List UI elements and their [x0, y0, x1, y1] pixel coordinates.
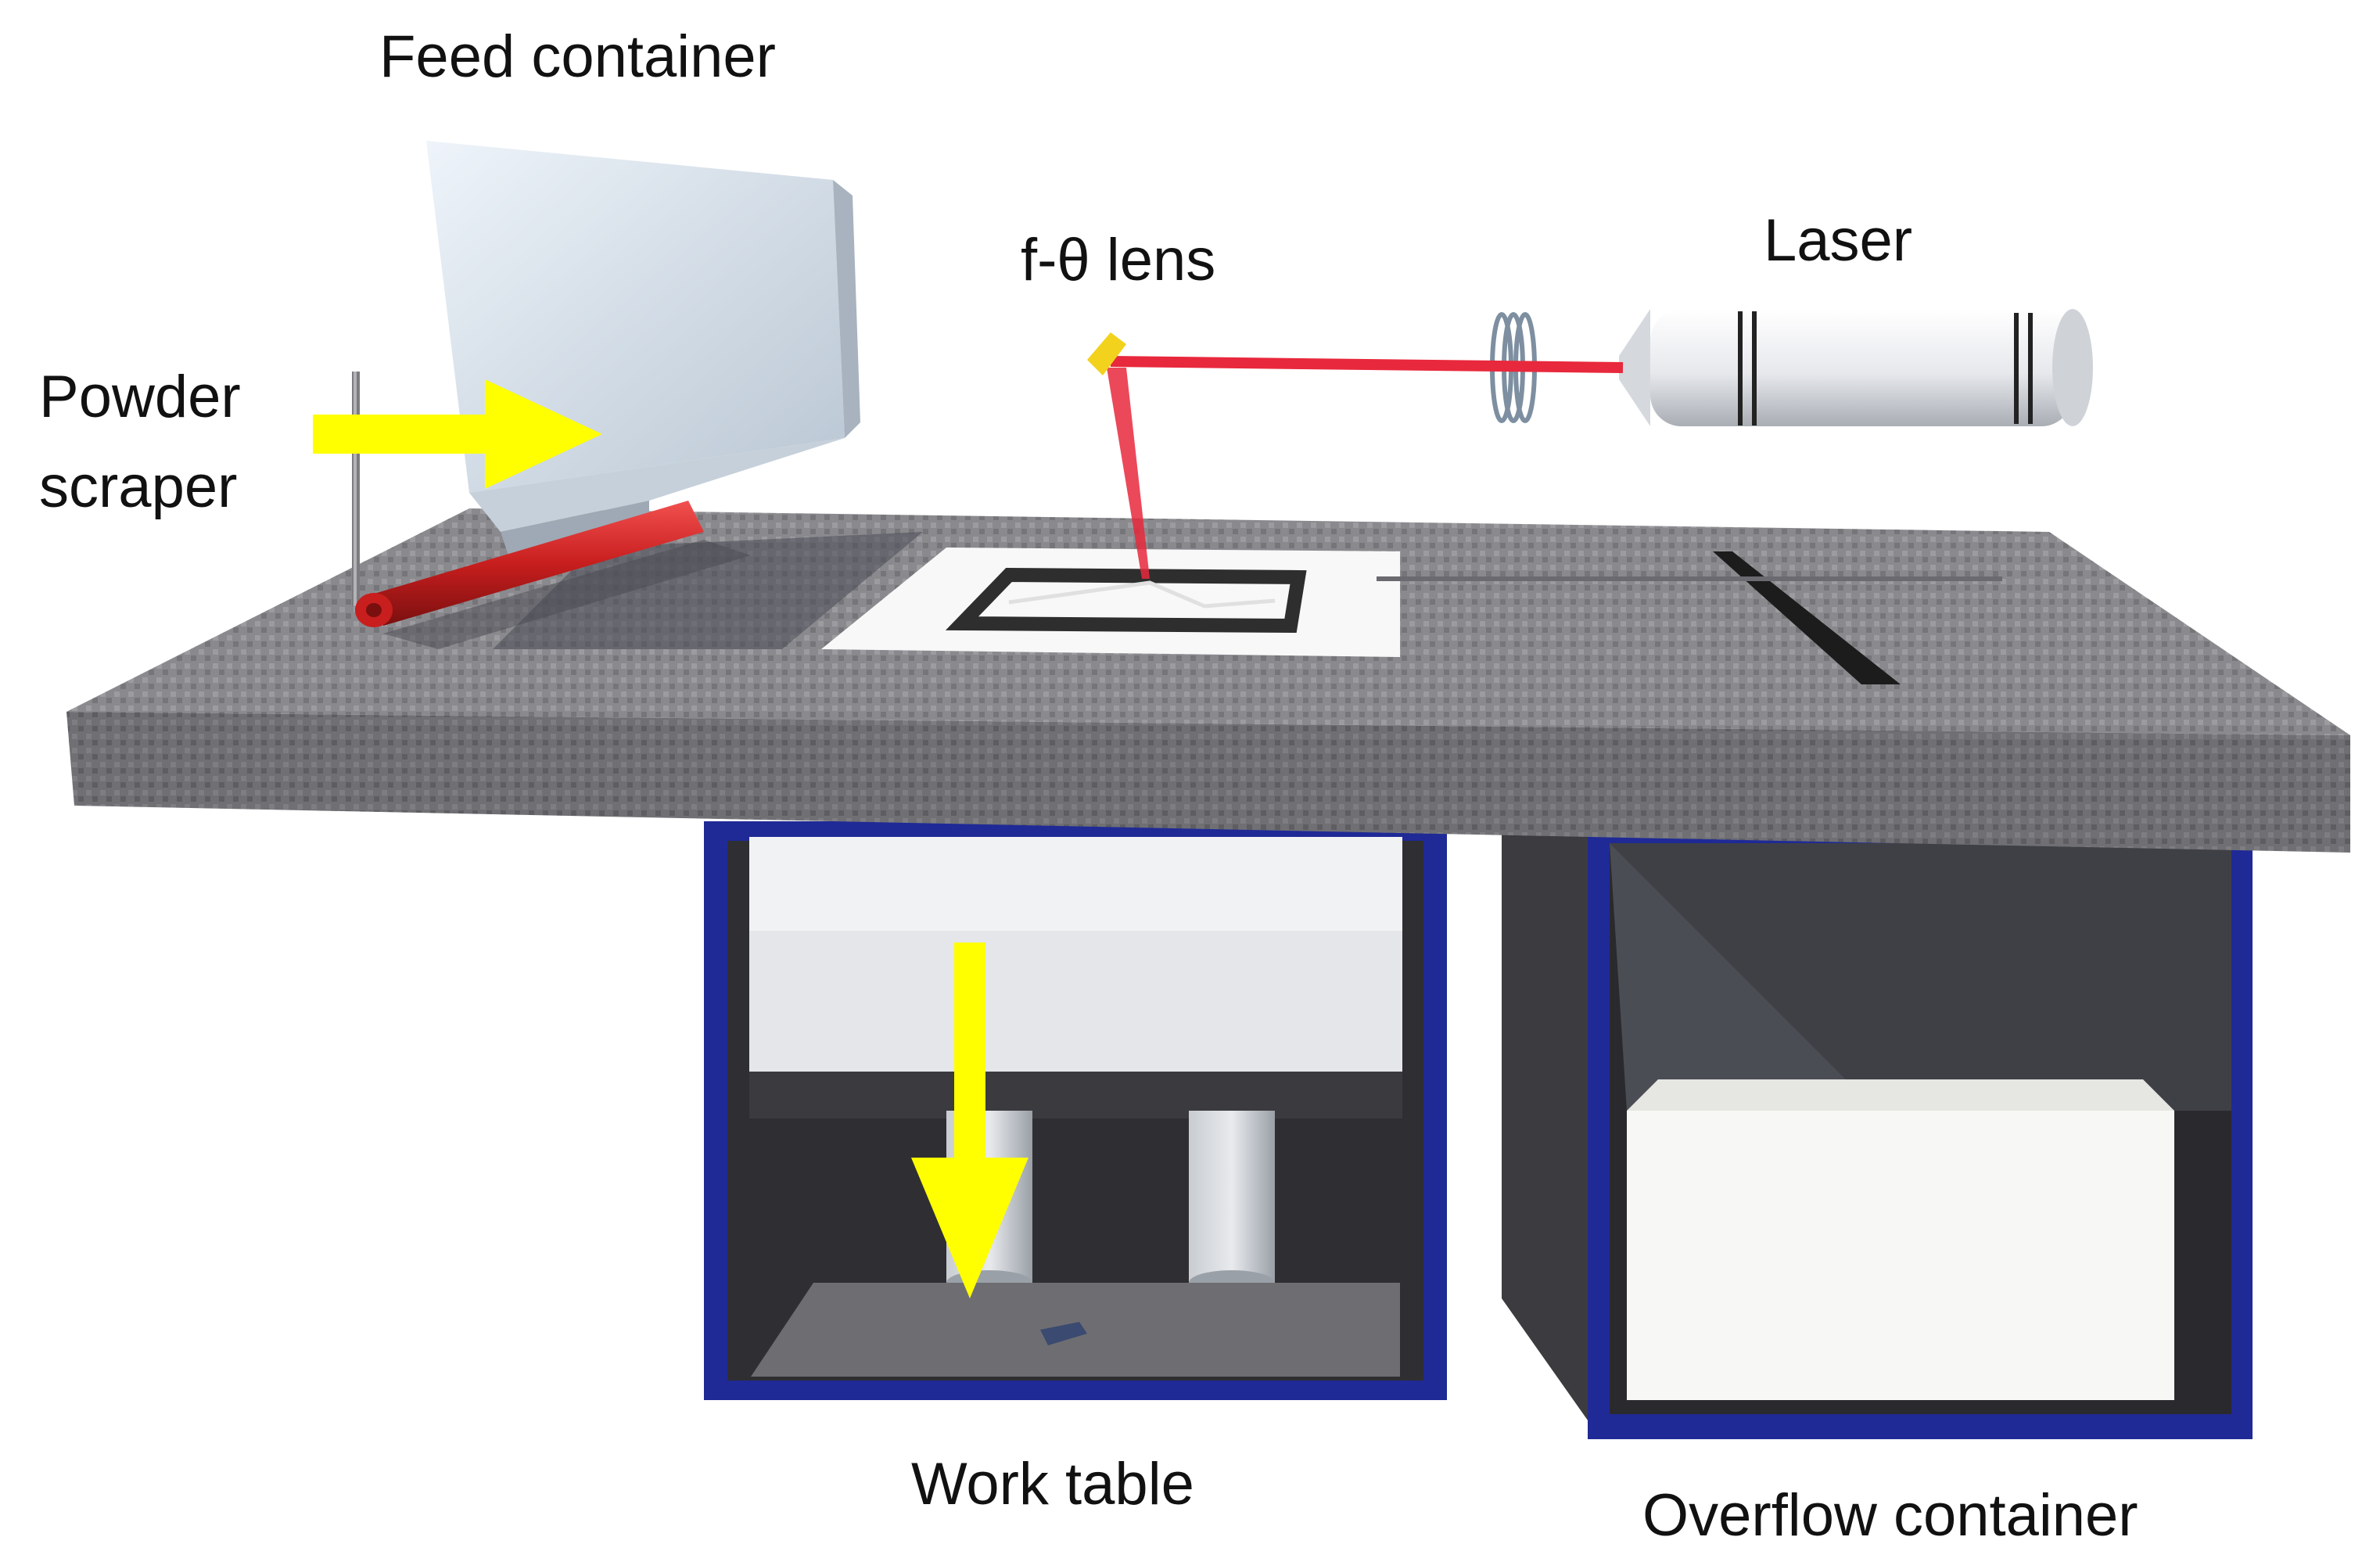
part-outline [945, 567, 1307, 634]
f-theta-lens [1087, 332, 1126, 375]
overflow-container-label: Overflow container [1642, 1482, 2138, 1549]
work-table-shadow-arrow [1040, 1322, 1087, 1345]
overflow-powder [1627, 1111, 2174, 1400]
feed-container-label: Feed container [379, 23, 776, 90]
powder-scraper [352, 372, 751, 649]
laser-beam [1107, 356, 1624, 579]
f-theta-lens-label: f-θ lens [1021, 227, 1216, 293]
powder-scraper-label-line2: scraper [39, 454, 238, 520]
piston-right [1189, 1111, 1275, 1283]
scraper-direction-arrow [313, 379, 602, 489]
work-table-label: Work table [911, 1451, 1194, 1517]
feed-container [426, 141, 860, 555]
powder-scraper-label-line1: Powder [39, 364, 241, 430]
platform [66, 508, 2350, 853]
overflow-container [1502, 821, 2253, 1439]
roller [372, 501, 704, 626]
work-table-container [704, 821, 1447, 1400]
platform-slot [1713, 551, 1901, 684]
laser-label: Laser [1764, 207, 1913, 274]
work-table-down-arrow [911, 943, 1028, 1298]
